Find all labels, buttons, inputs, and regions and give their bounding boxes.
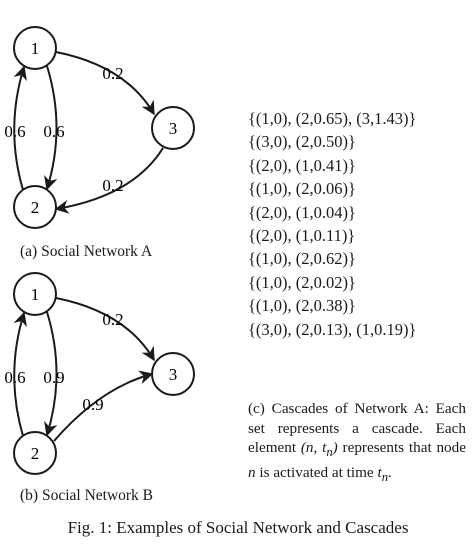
network-b-node-3: 3 [151,352,195,396]
network-a-node-3: 3 [151,106,195,150]
caption-network-b: (b) Social Network B [20,487,154,504]
cascade-item: {(2,0), (1,0.41)} [248,155,356,175]
network-a-weight-1-2: 0.6 [43,122,64,141]
time-var-main: t [377,463,382,481]
caption-c-text: (c) Cascades of Network A: Each set repr… [248,400,466,457]
network-b-edge-1-3 [55,297,155,362]
network-a-weight-3-2: 0.2 [102,176,123,195]
network-b-weight-2-3: 0.9 [82,395,103,414]
cascade-item: {(3,0), (2,0.13), (1,0.19)} [248,319,417,339]
cascade-item: {(1,0), (2,0.65), (3,1.43)} [248,109,417,128]
cascade-list: {(1,0), (2,0.65), (3,1.43)} {(3,0), (2,0… [248,107,474,341]
network-b-edge-2-1 [13,311,27,437]
network-b-edge-2-3 [53,370,154,442]
network-b-weight-1-2: 0.9 [43,368,64,387]
caption-c-text: is activated at time [255,463,378,481]
node-label: 3 [169,365,178,384]
caption-network-a: (a) Social Network A [20,243,153,260]
cascade-item: {(1,0), (2,0.62)} [248,249,356,269]
network-a-node-2: 2 [13,185,57,229]
cascade-item: {(1,0), (2,0.02)} [248,272,356,292]
cascade-item: {(2,0), (1,0.04)} [248,202,356,222]
cascade-item: {(3,0), (2,0.50)} [248,132,356,152]
figure-caption: Fig. 1: Examples of Social Network and C… [67,518,409,537]
network-a-weight-1-3: 0.2 [102,64,123,83]
element-math: (n, tn) [300,439,338,460]
network-a-edge-3-2 [54,147,164,214]
caption-c-text: . [388,463,392,481]
time-var: tn [377,463,389,484]
node-label: 1 [31,285,40,304]
element-math-sub: n [326,445,333,460]
network-a-weight-2-1: 0.6 [4,122,25,141]
caption-c-text: represents that node [337,439,466,457]
element-math-open: (n, t [300,439,327,457]
cascade-item: {(1,0), (2,0.06)} [248,179,356,199]
caption-cascades: (c) Cascades of Network A: Each set repr… [248,399,466,487]
node-label: 3 [169,119,178,138]
network-a-node-1: 1 [13,26,57,70]
network-b-edge-1-2 [44,311,58,437]
element-math-close: ) [332,439,338,457]
cascade-item: {(1,0), (2,0.38)} [248,296,356,316]
network-b-weight-1-3: 0.2 [102,310,123,329]
time-var-sub: n [381,469,389,484]
network-b-node-1: 1 [13,272,57,316]
node-label: 2 [31,198,40,217]
node-label: 1 [31,39,40,58]
network-b-node-2: 2 [13,431,57,475]
cascade-item: {(2,0), (1,0.11)} [248,226,356,246]
node-var: n [248,463,256,481]
network-b-weight-2-1: 0.6 [4,368,25,387]
network-a-edge-2-1 [13,65,27,191]
node-label: 2 [31,444,40,463]
network-a-edge-1-2 [44,65,58,191]
network-a-edge-1-3 [55,51,155,116]
